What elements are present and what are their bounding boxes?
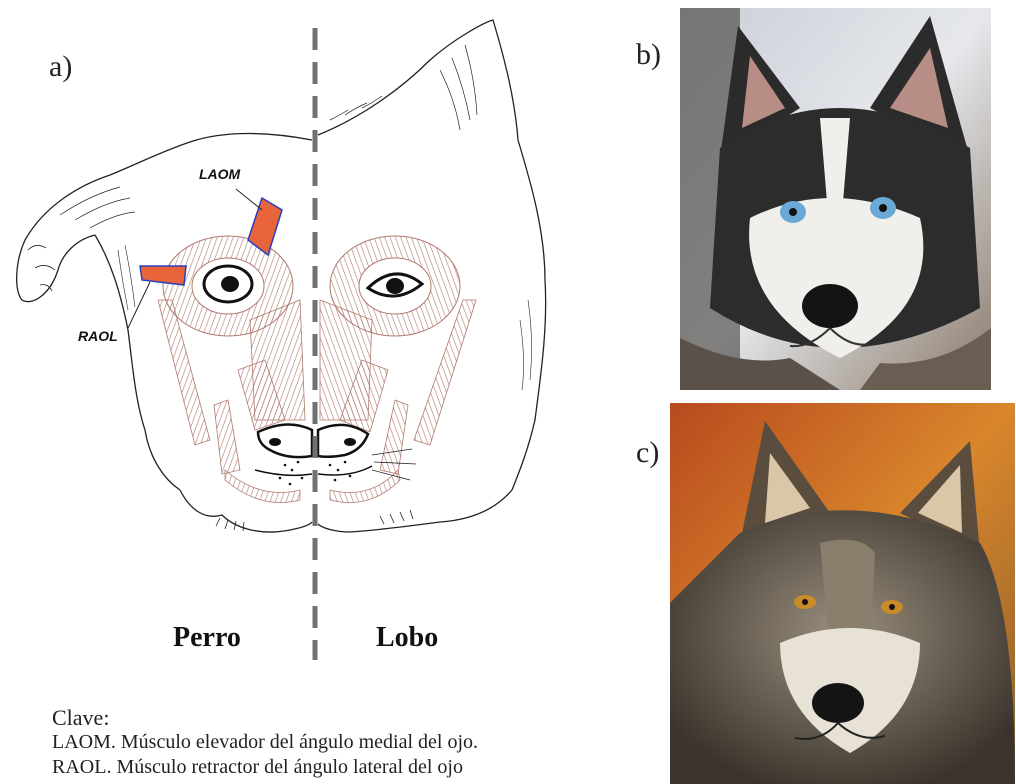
key-legend: Clave: LAOM. Músculo elevador del ángulo… [52,705,478,780]
raol-label: RAOL [78,328,118,344]
husky-photo [680,8,991,390]
wolf-nose-icon [318,425,372,475]
dog-eye-icon [204,266,252,302]
dog-wolf-face-diagram [0,0,640,784]
raol-muscle [140,266,186,285]
laom-label: LAOM [199,166,240,182]
wolf-photo [670,403,1015,784]
dog-side-label: Perro [173,622,241,654]
wolf-side-label: Lobo [376,622,438,654]
key-line-laom: LAOM. Músculo elevador del ángulo medial… [52,730,478,755]
raol-pointer [128,282,150,328]
key-line-raol: RAOL. Músculo retractor del ángulo later… [52,755,478,780]
dog-nose-icon [255,424,312,475]
key-title: Clave: [52,705,478,730]
laom-pointer [236,189,262,210]
